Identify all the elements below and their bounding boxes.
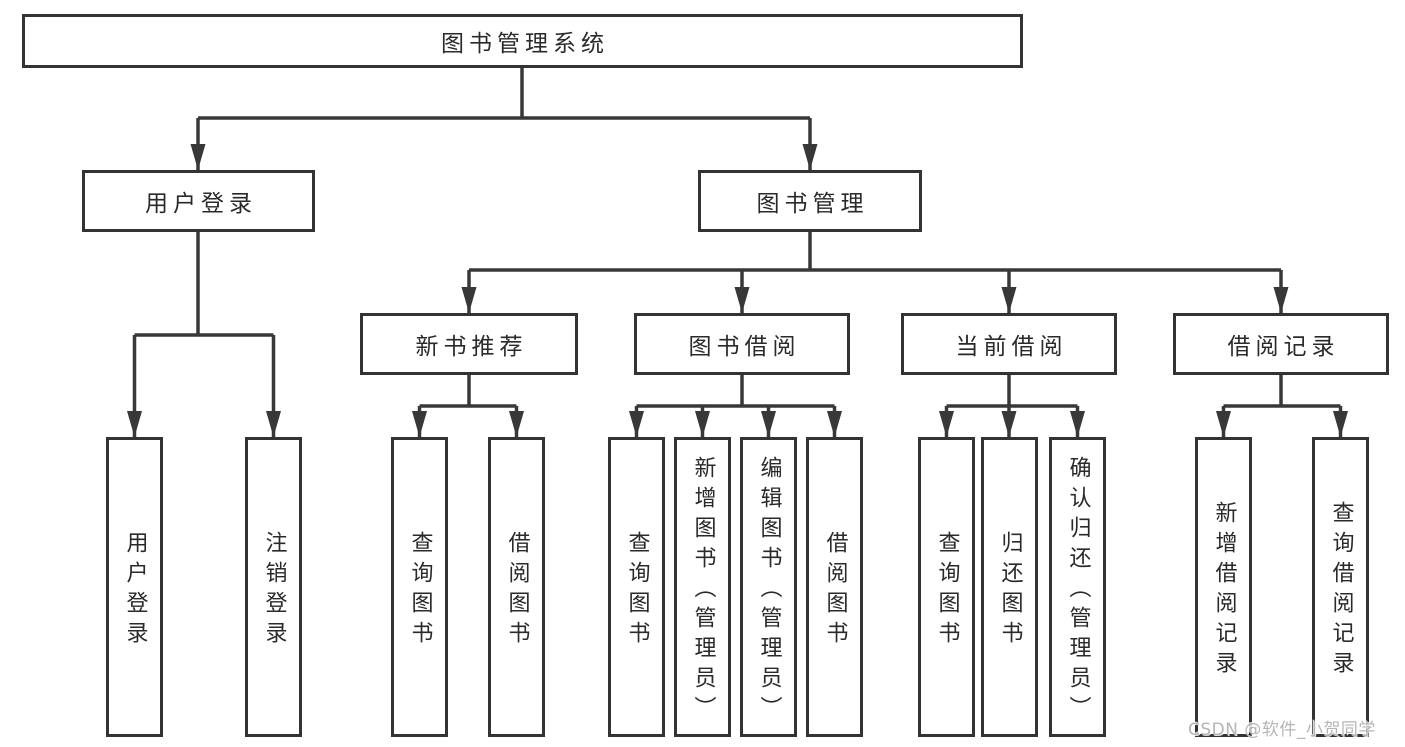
leaf-confirm-return-admin-label: 确认归还（管理员） — [1065, 456, 1091, 726]
leaf-add-borrow-record-label: 新增借阅记录 — [1211, 501, 1237, 681]
leaf-query-books-borrow: 查询图书 — [608, 437, 665, 737]
node-root-system: 图书管理系统 — [22, 14, 1023, 68]
leaf-query-books-current-label: 查询图书 — [934, 531, 960, 651]
node-book-management: 图书管理 — [698, 170, 922, 232]
node-new-book-recommend-label: 新书推荐 — [415, 334, 528, 360]
node-book-management-label: 图书管理 — [756, 191, 869, 217]
leaf-query-borrow-record: 查询借阅记录 — [1312, 437, 1369, 737]
node-current-borrow-label: 当前借阅 — [955, 334, 1068, 360]
leaf-user-login: 用户登录 — [106, 437, 163, 737]
leaf-user-login-label: 用户登录 — [122, 531, 148, 651]
leaf-add-books-admin-label: 新增图书（管理员） — [690, 456, 716, 726]
node-new-book-recommend: 新书推荐 — [360, 313, 578, 375]
leaf-return-books-label: 归还图书 — [997, 531, 1023, 651]
leaf-query-books-current: 查询图书 — [918, 437, 975, 737]
node-root-label: 图书管理系统 — [441, 31, 609, 57]
leaf-borrow-books-label: 借阅图书 — [822, 531, 848, 651]
node-user-login-label: 用户登录 — [145, 191, 257, 217]
connector-book-borrow-branch — [629, 375, 842, 437]
leaf-borrow-books-recommend: 借阅图书 — [488, 437, 545, 737]
connector-borrow-records-branch — [1216, 375, 1348, 437]
connector-user-login-branch — [127, 232, 281, 437]
leaf-add-borrow-record: 新增借阅记录 — [1195, 437, 1252, 737]
leaf-borrow-books-recommend-label: 借阅图书 — [504, 531, 530, 651]
csdn-watermark: CSDN @软件_小贺同学 — [1188, 720, 1376, 740]
leaf-logout-label: 注销登录 — [261, 531, 287, 651]
node-book-borrow: 图书借阅 — [634, 313, 850, 375]
node-user-login: 用户登录 — [82, 170, 315, 232]
leaf-confirm-return-admin: 确认归还（管理员） — [1049, 437, 1106, 737]
node-current-borrow: 当前借阅 — [901, 313, 1117, 375]
node-borrow-records: 借阅记录 — [1173, 313, 1389, 375]
leaf-query-books-recommend: 查询图书 — [391, 437, 448, 737]
connector-book-management-branch — [461, 232, 1289, 313]
connector-new-book-branch — [412, 375, 524, 437]
leaf-add-books-admin: 新增图书（管理员） — [674, 437, 731, 737]
leaf-borrow-books: 借阅图书 — [806, 437, 863, 737]
connector-current-borrow-branch — [939, 375, 1085, 437]
leaf-query-books-recommend-label: 查询图书 — [407, 531, 433, 651]
leaf-return-books: 归还图书 — [981, 437, 1038, 737]
leaf-logout: 注销登录 — [245, 437, 302, 737]
leaf-edit-books-admin: 编辑图书（管理员） — [740, 437, 797, 737]
node-book-borrow-label: 图书借阅 — [688, 334, 801, 360]
connector-root-to-level2 — [190, 68, 818, 170]
leaf-query-books-borrow-label: 查询图书 — [624, 531, 650, 651]
leaf-edit-books-admin-label: 编辑图书（管理员） — [756, 456, 782, 726]
leaf-query-borrow-record-label: 查询借阅记录 — [1328, 501, 1354, 681]
node-borrow-records-label: 借阅记录 — [1227, 334, 1340, 360]
